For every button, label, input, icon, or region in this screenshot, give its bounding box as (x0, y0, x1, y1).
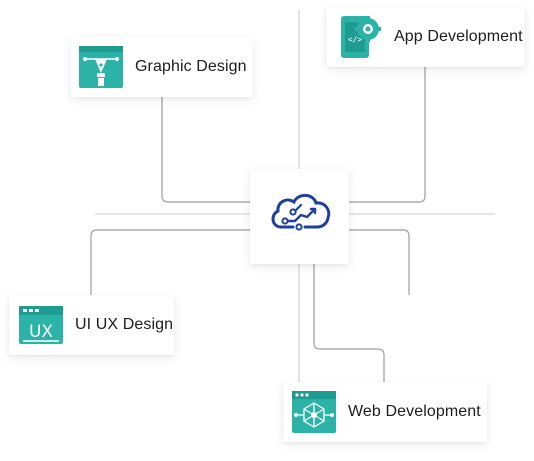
svg-text:UX: UX (29, 322, 53, 342)
ux-window-icon: UX (17, 301, 65, 349)
graphic-design-card[interactable]: Graphic Design (71, 37, 253, 97)
web-network-icon (290, 388, 338, 436)
hub-card (250, 169, 349, 264)
app-development-label: App Development (394, 28, 523, 45)
web-development-label: Web Development (348, 403, 481, 420)
web-development-card[interactable]: Web Development (283, 382, 487, 442)
ui-ux-design-card[interactable]: UX UI UX Design (9, 295, 174, 355)
pen-tool-icon (77, 43, 125, 91)
svg-text:</>: </> (348, 35, 363, 44)
app-development-card[interactable]: </> App Development (326, 7, 525, 67)
ui-ux-design-label: UI UX Design (75, 316, 174, 333)
graphic-design-label: Graphic Design (135, 58, 247, 75)
mobile-gear-icon: </> (336, 13, 384, 61)
cloud-circuit-icon (267, 191, 333, 242)
